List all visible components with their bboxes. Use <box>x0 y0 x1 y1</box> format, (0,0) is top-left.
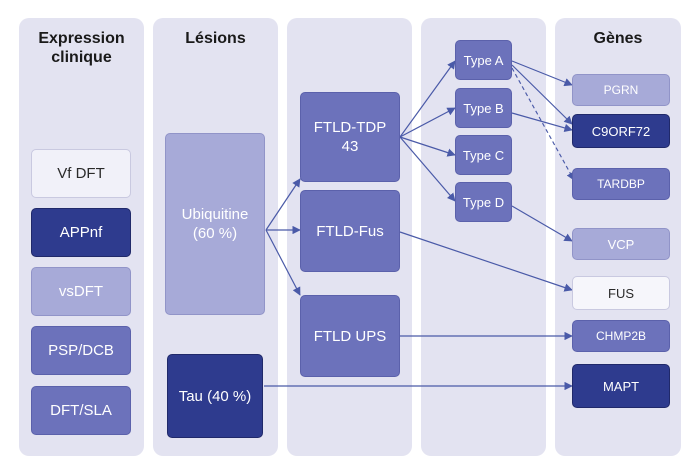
gene-c9orf72: C9ORF72 <box>572 114 670 148</box>
arrow-type-a-c9orf72 <box>511 64 573 125</box>
gene-pgrn: PGRN <box>572 74 670 106</box>
column-genes-title: Gènes <box>593 30 643 47</box>
column-expression-title: Expression clinique <box>19 29 144 67</box>
gene-vcp: VCP <box>572 228 670 260</box>
arrow-ubiquitine-ups <box>265 229 301 296</box>
lesion-ubiquitine-line2: (60 %) <box>192 225 238 242</box>
type-a: Type A <box>455 40 512 80</box>
lesion-tau: Tau (40 %) <box>167 354 263 438</box>
expression-item-psp-dcb: PSP/DCB <box>31 326 131 375</box>
ftld-tdp-line1: FTLD-TDP <box>313 119 387 136</box>
column-lesions-title: Lésions <box>185 30 246 47</box>
arrow-type-a-pgrn <box>511 60 573 87</box>
ftld-tdp-43: FTLD-TDP 43 <box>300 92 400 182</box>
gene-mapt: MAPT <box>572 364 670 408</box>
gene-chmp2b: CHMP2B <box>572 320 670 352</box>
arrow-tdp-type-b <box>399 107 456 138</box>
gene-tardbp: TARDBP <box>572 168 670 200</box>
arrow-ubiquitine-tdp <box>265 178 301 231</box>
ftld-tdp-line2: 43 <box>341 138 359 155</box>
type-c: Type C <box>455 135 512 175</box>
arrow-tdp-type-a <box>399 60 456 138</box>
column-expression-title-line1: Expression <box>38 30 125 47</box>
arrow-type-a-tardbp <box>511 67 575 181</box>
gene-fus: FUS <box>572 276 670 310</box>
lesion-ubiquitine: Ubiquitine (60 %) <box>165 133 265 315</box>
ftld-fus: FTLD-Fus <box>300 190 400 272</box>
expression-item-vf-dft: Vf DFT <box>31 149 131 198</box>
type-d: Type D <box>455 182 512 222</box>
column-expression-title-line2: clinique <box>51 49 112 66</box>
arrow-tdp-type-d <box>399 136 456 202</box>
lesion-ubiquitine-line1: Ubiquitine <box>181 206 249 223</box>
expression-item-appnf: APPnf <box>31 208 131 257</box>
ftld-ups: FTLD UPS <box>300 295 400 377</box>
expression-item-vsdft: vsDFT <box>31 267 131 316</box>
expression-item-dft-sla: DFT/SLA <box>31 386 131 435</box>
arrow-type-d-vcp <box>511 205 573 242</box>
arrow-tdp-type-c <box>399 136 456 157</box>
type-b: Type B <box>455 88 512 128</box>
arrow-type-b-c9orf72 <box>511 112 573 132</box>
arrow-fus-fus <box>399 231 573 292</box>
